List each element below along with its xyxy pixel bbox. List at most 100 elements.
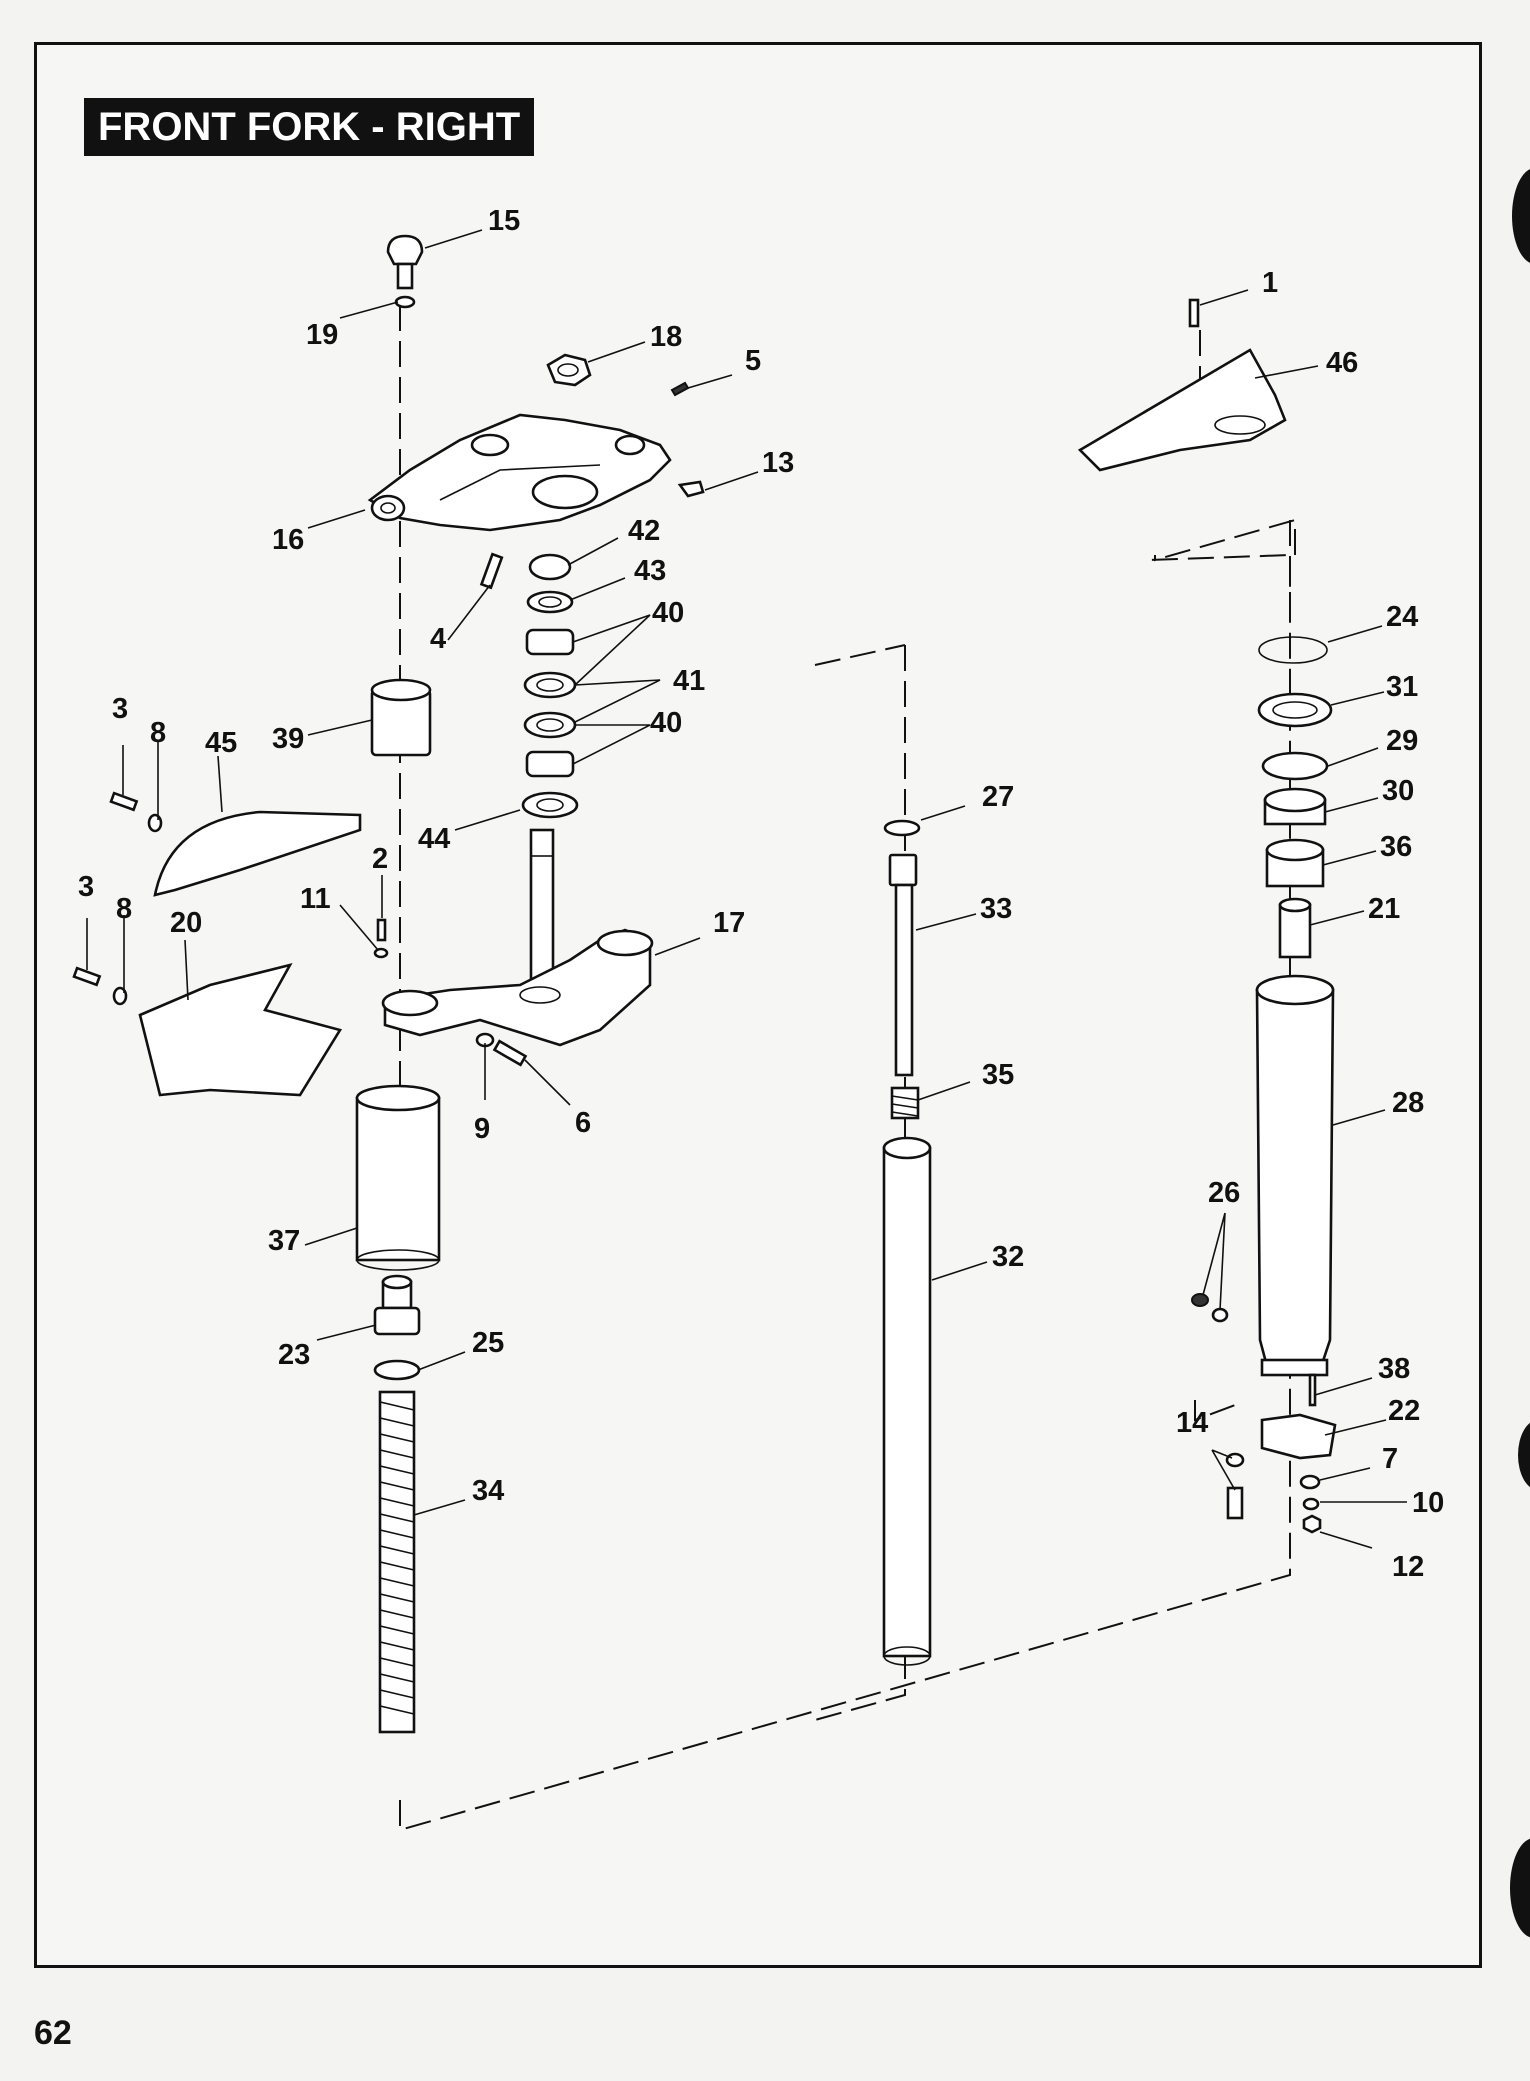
callout-35: 35 xyxy=(982,1059,1014,1091)
part-36-bushing xyxy=(1265,838,1325,888)
callout-11: 11 xyxy=(300,883,331,915)
part-3-screw-upper xyxy=(109,791,139,812)
callout-3: 3 xyxy=(78,871,94,903)
callout-3: 3 xyxy=(112,693,128,725)
callout-9: 9 xyxy=(474,1113,490,1145)
part-13-clip xyxy=(677,480,705,498)
callout-42: 42 xyxy=(628,515,660,547)
part-16-upper-fork-bracket xyxy=(367,413,672,532)
callout-40: 40 xyxy=(652,597,684,629)
callout-28: 28 xyxy=(1392,1087,1424,1119)
callout-22: 22 xyxy=(1388,1395,1420,1427)
part-42-nut xyxy=(528,553,572,581)
part-14-bolt xyxy=(1226,1486,1244,1520)
callout-6: 6 xyxy=(575,1107,591,1139)
part-4-pin xyxy=(479,552,504,590)
part-23-spring-seat xyxy=(373,1274,421,1336)
callout-23: 23 xyxy=(278,1339,310,1371)
part-34-spring xyxy=(378,1390,416,1734)
callout-15: 15 xyxy=(488,205,520,237)
callout-43: 43 xyxy=(634,555,666,587)
part-35-spring xyxy=(890,1086,920,1120)
callout-41: 41 xyxy=(673,665,705,697)
callout-44: 44 xyxy=(418,823,450,855)
part-19-washer xyxy=(394,295,416,309)
part-14-washer xyxy=(1225,1452,1245,1468)
page-title: FRONT FORK - RIGHT xyxy=(84,98,535,156)
callout-33: 33 xyxy=(980,893,1012,925)
callout-30: 30 xyxy=(1382,775,1414,807)
callout-10: 10 xyxy=(1412,1487,1444,1519)
callout-36: 36 xyxy=(1380,831,1412,863)
part-25-washer xyxy=(373,1359,421,1381)
callout-39: 39 xyxy=(272,723,304,755)
part-26-screw xyxy=(1191,1293,1209,1307)
page-number: 62 xyxy=(34,2014,72,2052)
part-12-nut xyxy=(1302,1514,1322,1534)
part-37-fork-tube-cover xyxy=(355,1084,441,1271)
part-17-lower-bracket-and-stem xyxy=(381,828,654,1047)
bearing-stack xyxy=(521,553,579,819)
callout-1: 1 xyxy=(1262,267,1278,299)
part-18-nut xyxy=(546,353,592,387)
assembly-lines xyxy=(399,305,1296,1832)
callout-21: 21 xyxy=(1368,893,1400,925)
callout-45: 45 xyxy=(205,727,237,759)
binder-tab-bottom xyxy=(1510,1838,1530,1938)
callout-26: 26 xyxy=(1208,1177,1240,1209)
leader-lines xyxy=(86,229,1407,1549)
callout-13: 13 xyxy=(762,447,794,479)
part-45-fender-cover xyxy=(153,810,362,897)
callout-2: 2 xyxy=(372,843,388,875)
callout-38: 38 xyxy=(1378,1353,1410,1385)
part-2-screw xyxy=(376,918,387,942)
part-32-fork-tube xyxy=(882,1136,932,1666)
callout-8: 8 xyxy=(116,893,132,925)
part-1-pin xyxy=(1188,298,1200,328)
callout-37: 37 xyxy=(268,1225,300,1257)
part-30-bushing xyxy=(1263,787,1327,826)
callout-32: 32 xyxy=(992,1241,1024,1273)
callout-40: 40 xyxy=(650,707,682,739)
part-46-bracket xyxy=(1077,348,1287,472)
part-33-damper-rod xyxy=(888,853,918,1077)
part-3-screw-lower xyxy=(72,966,102,987)
binder-tab-middle xyxy=(1518,1420,1530,1490)
callout-19: 19 xyxy=(306,319,338,351)
callout-labels: 15 19 18 5 13 16 42 43 40 41 40 4 39 3 8… xyxy=(78,205,1444,1583)
callout-12: 12 xyxy=(1392,1551,1424,1583)
part-26-washer xyxy=(1211,1307,1229,1323)
part-8-washer-lower xyxy=(112,986,128,1006)
callout-14: 14 xyxy=(1176,1407,1208,1439)
callout-16: 16 xyxy=(272,524,304,556)
part-29-washer xyxy=(1261,751,1329,781)
part-24-retaining-ring xyxy=(1258,636,1328,664)
callout-7: 7 xyxy=(1382,1443,1398,1475)
binder-tab-top xyxy=(1512,168,1530,264)
part-22-axle-cap xyxy=(1260,1413,1337,1460)
part-20-deflector xyxy=(138,963,343,1097)
part-15-cap xyxy=(386,234,424,290)
callout-31: 31 xyxy=(1386,671,1418,703)
callout-8: 8 xyxy=(150,717,166,749)
callout-20: 20 xyxy=(170,907,202,939)
part-27-ring xyxy=(883,819,921,837)
callout-24: 24 xyxy=(1386,601,1418,633)
callout-4: 4 xyxy=(430,623,446,655)
callout-46: 46 xyxy=(1326,347,1358,379)
callout-17: 17 xyxy=(713,907,745,939)
part-7-washer xyxy=(1299,1474,1321,1490)
part-31-oil-seal xyxy=(1257,692,1333,728)
callout-29: 29 xyxy=(1386,725,1418,757)
part-11-washer xyxy=(373,947,389,959)
part-8-washer-upper xyxy=(147,813,163,833)
callout-34: 34 xyxy=(472,1475,504,1507)
callout-25: 25 xyxy=(472,1327,504,1359)
part-28-slider xyxy=(1255,974,1335,1407)
part-10-lockwasher xyxy=(1302,1497,1320,1511)
part-5-screw xyxy=(670,381,690,397)
part-39-spacer xyxy=(370,678,432,757)
callout-18: 18 xyxy=(650,321,682,353)
callout-5: 5 xyxy=(745,345,761,377)
